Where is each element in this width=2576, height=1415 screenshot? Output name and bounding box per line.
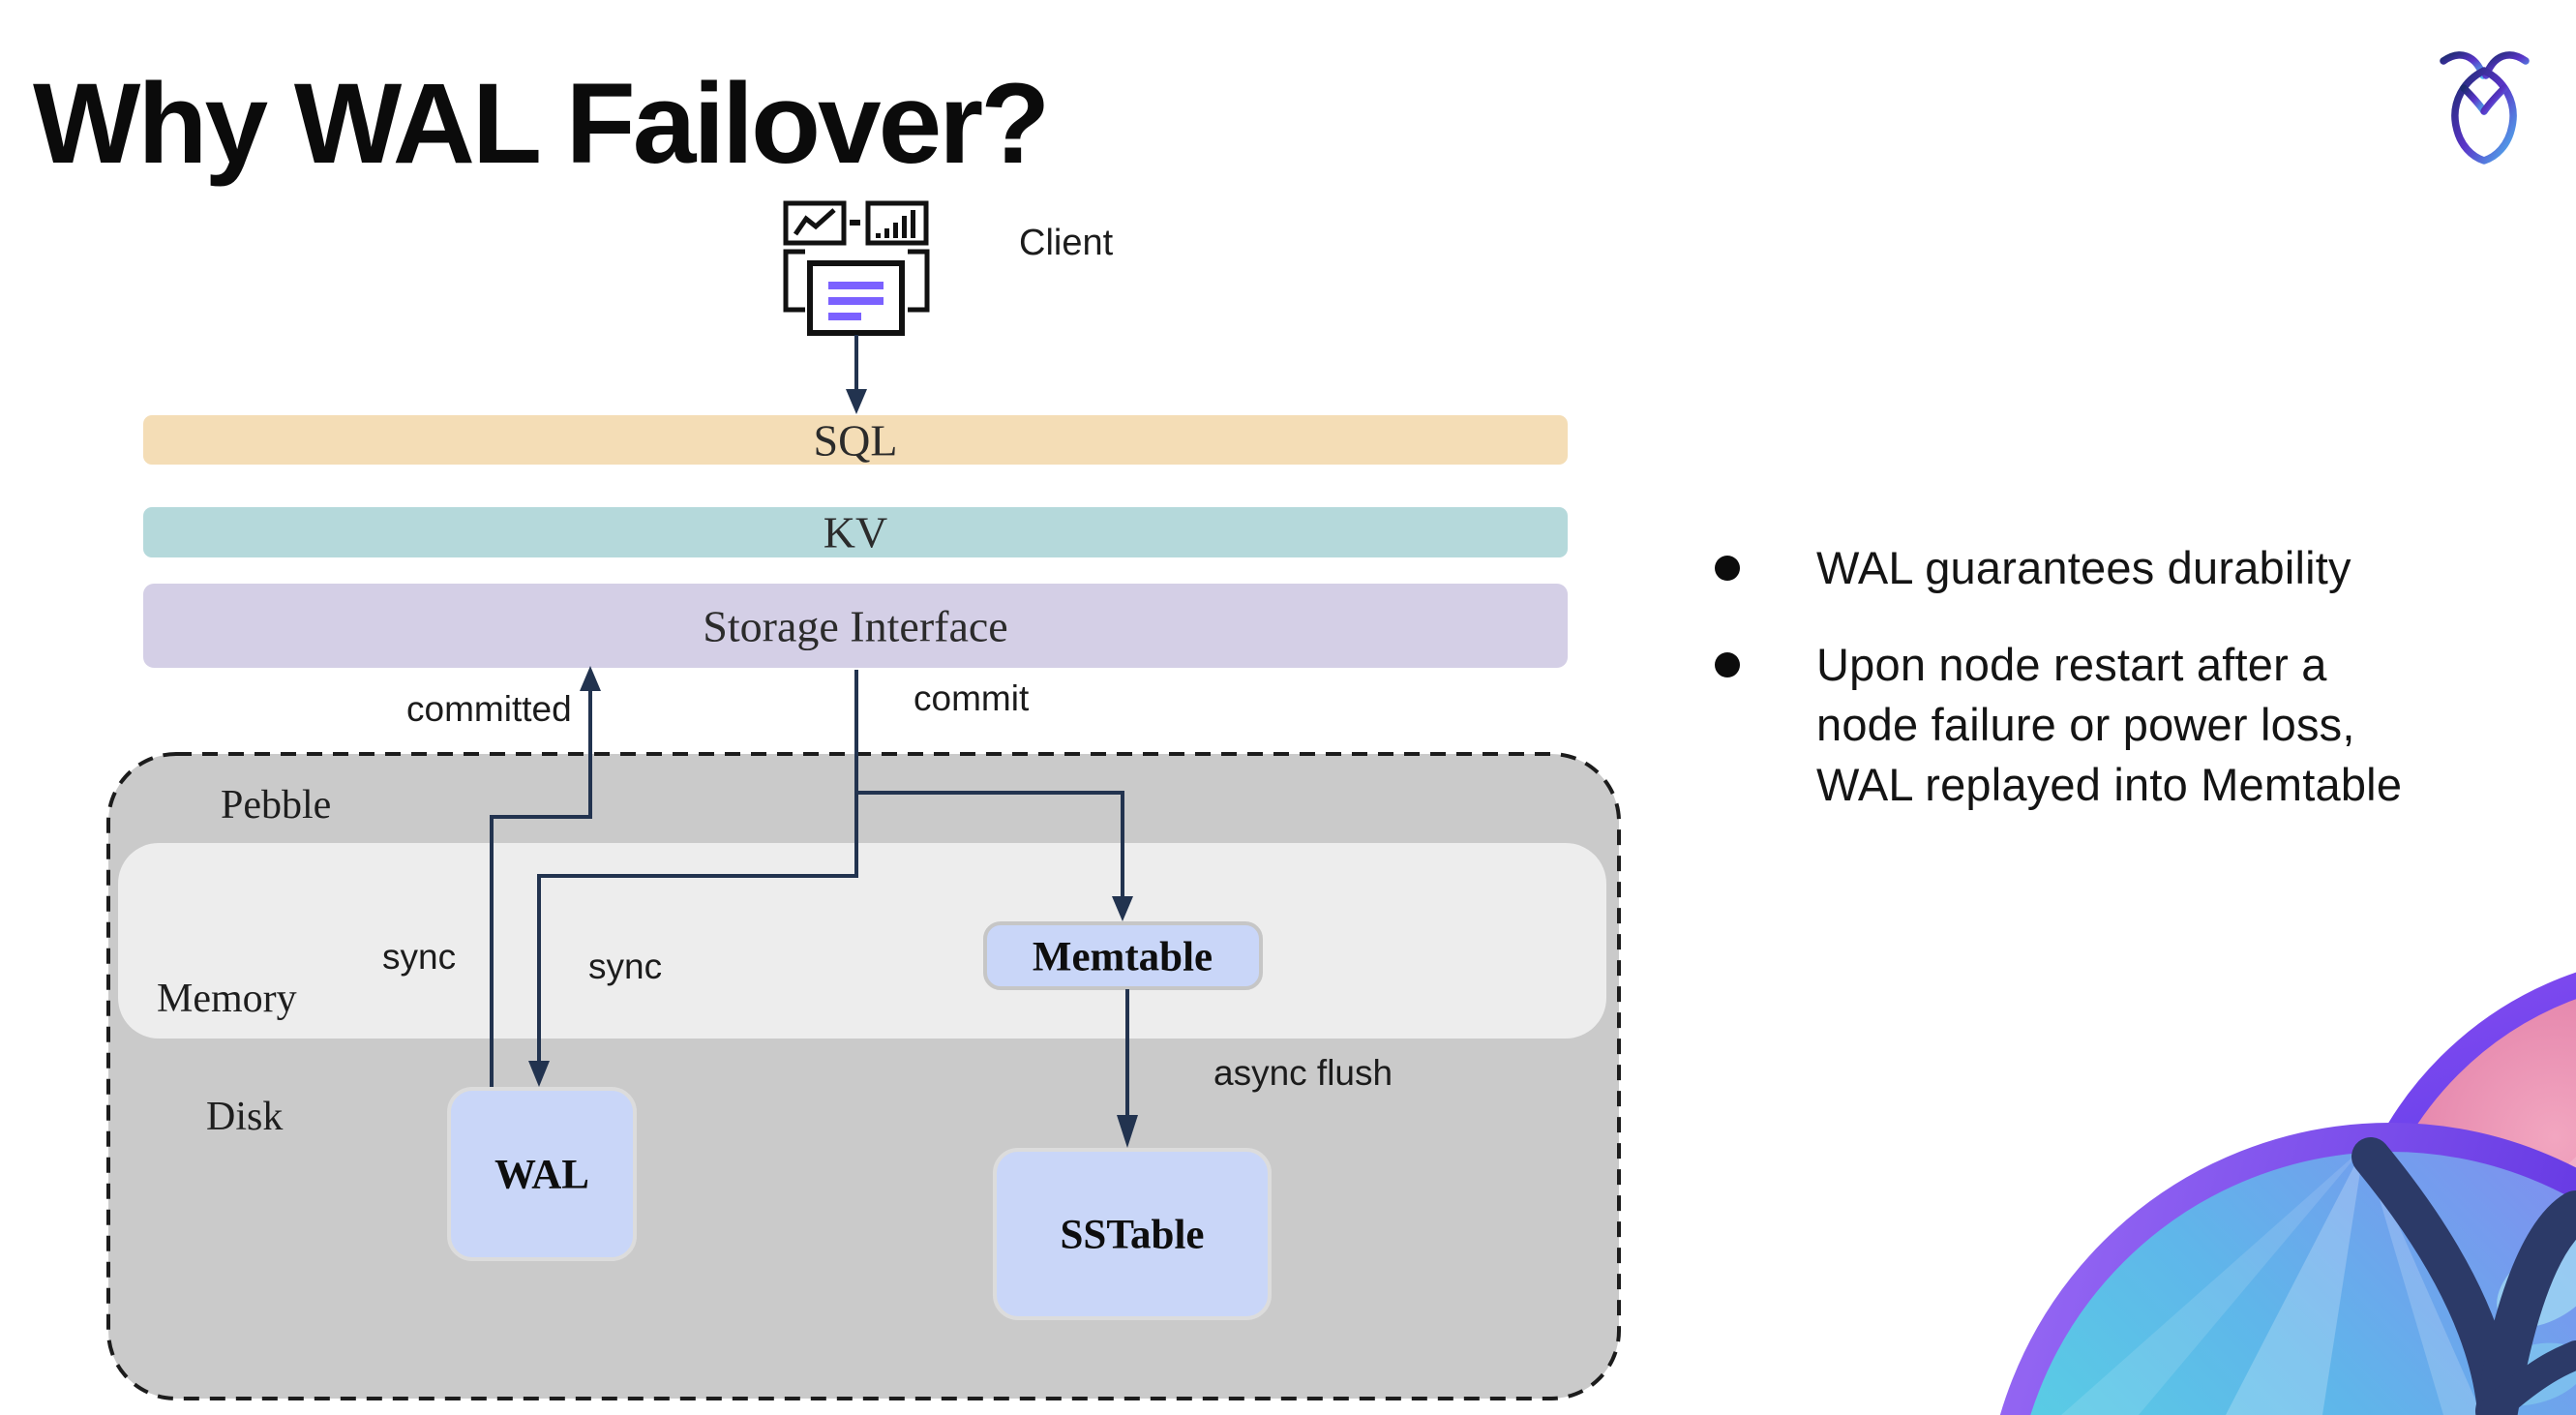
edge-commit-sync xyxy=(537,670,858,1063)
list-item: Upon node restart after a node failure o… xyxy=(1703,635,2419,815)
bullet-text: Upon node restart after a node failure o… xyxy=(1816,635,2402,815)
bullet-text: WAL guarantees durability xyxy=(1816,538,2351,598)
edge-committed xyxy=(490,689,592,1087)
bullet-icon xyxy=(1715,652,1740,677)
kv-layer-bar xyxy=(143,507,1568,557)
memtable-node-label: Memtable xyxy=(1032,934,1213,980)
disk-label: Disk xyxy=(206,1095,284,1139)
bullet-line: node failure or power loss, xyxy=(1816,699,2355,750)
arrowheads xyxy=(528,389,1138,1148)
cockroachdb-logo-icon xyxy=(2440,51,2530,165)
sql-layer-bar xyxy=(143,415,1568,465)
bullet-list: WAL guarantees durability Upon node rest… xyxy=(1703,538,2419,815)
wal-node-label: WAL xyxy=(494,1152,589,1198)
memory-band xyxy=(118,843,1606,1039)
commit-edge-label: commit xyxy=(914,678,1030,718)
sync-label-right: sync xyxy=(588,947,663,986)
storage-interface-label: Storage Interface xyxy=(703,601,1008,651)
committed-edge-label: committed xyxy=(406,689,572,729)
brand-spheres-decoration xyxy=(2000,972,2576,1415)
client-label: Client xyxy=(1019,223,1114,263)
client-terminal-icon xyxy=(783,200,930,336)
edge-commit-memtable xyxy=(856,791,1124,898)
sync-label-left: sync xyxy=(382,937,457,977)
pebble-label: Pebble xyxy=(221,783,332,828)
bullet-line: WAL replayed into Memtable xyxy=(1816,759,2403,810)
bullet-line: Upon node restart after a xyxy=(1816,639,2327,690)
list-item: WAL guarantees durability xyxy=(1703,538,2419,598)
bullet-line: WAL guarantees durability xyxy=(1816,542,2351,593)
storage-interface-layer-bar xyxy=(143,584,1568,668)
kv-label: KV xyxy=(823,507,888,557)
page-title: Why WAL Failover? xyxy=(33,60,1050,188)
bullet-icon xyxy=(1715,556,1740,581)
sql-label: SQL xyxy=(813,415,898,466)
async-flush-label: async flush xyxy=(1213,1053,1393,1093)
memory-label: Memory xyxy=(157,977,297,1021)
sstable-node-label: SSTable xyxy=(1060,1212,1205,1258)
